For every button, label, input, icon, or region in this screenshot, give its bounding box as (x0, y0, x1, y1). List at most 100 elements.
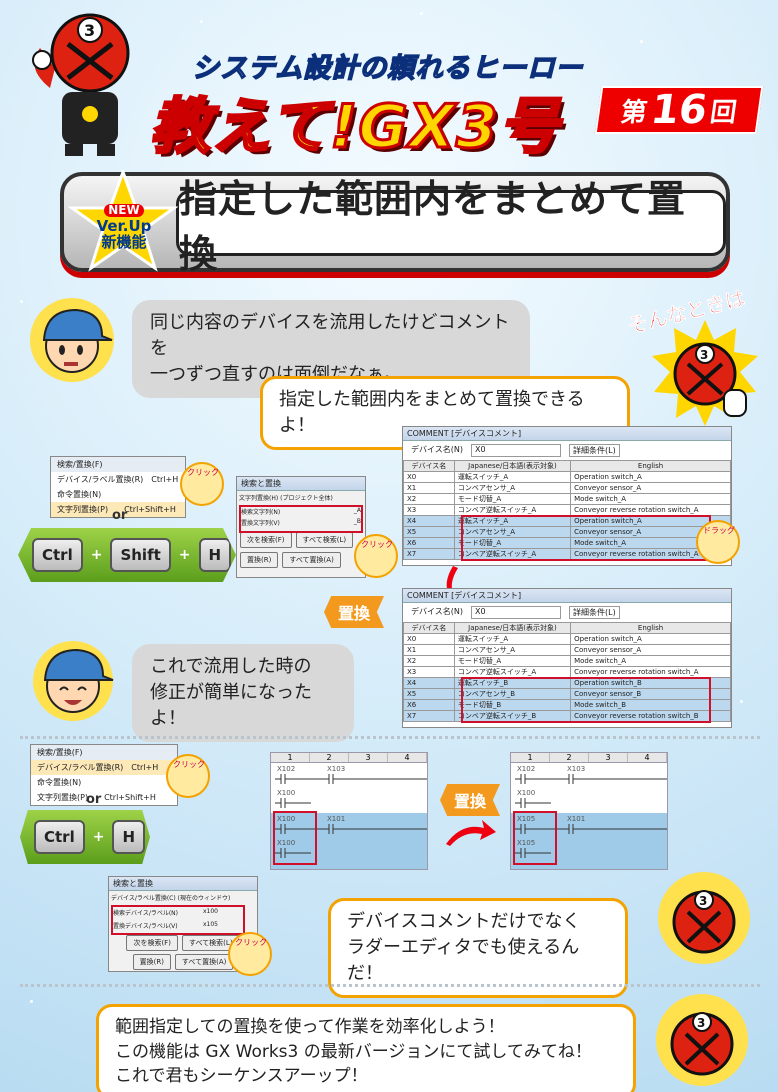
key-h[interactable]: H (198, 538, 232, 572)
table-cell[interactable]: X2 (403, 493, 455, 505)
menu-item-string-replace[interactable]: 文字列置換(P) Ctrl+Shift+H (51, 502, 185, 517)
table-cell[interactable]: Operation switch_A (570, 471, 731, 483)
table-cell[interactable]: モード切替_A (453, 493, 572, 505)
replace-all-button[interactable]: すべて置換(A) (282, 552, 341, 568)
table-cell[interactable]: X5 (403, 526, 455, 538)
user-worried-avatar-icon (30, 298, 114, 382)
mode-select[interactable]: 文字列置換(H) (239, 495, 279, 502)
column-header[interactable]: Japanese/日本語(表示対象) (453, 460, 572, 472)
ladder-col: 4 (388, 753, 427, 762)
table-cell[interactable]: X3 (403, 504, 455, 516)
mode-select[interactable]: デバイス/ラベル置換(C) (111, 895, 176, 902)
device-select[interactable]: X0 (471, 606, 561, 619)
table-cell[interactable]: Conveyor reverse rotation switch_A (570, 666, 731, 678)
contact-label: X105 (517, 815, 536, 823)
robot-speech-bubble-2: デバイスコメントだけでなく ラダーエディタでも使えるんだ！ (328, 898, 628, 999)
device-label: デバイス名(N) (411, 445, 463, 454)
menu-header[interactable]: 検索/置換(F) (31, 745, 177, 760)
table-cell[interactable]: コンベアセンサ_A (453, 482, 572, 494)
table-cell[interactable]: 運転スイッチ_A (453, 471, 572, 483)
table-cell[interactable]: Mode switch_A (570, 655, 731, 667)
replaced-highlight (461, 677, 711, 723)
table-cell[interactable]: X0 (403, 633, 455, 645)
menu-item-instruction-replace[interactable]: 命令置換(N) (57, 490, 102, 499)
table-cell[interactable]: X0 (403, 471, 455, 483)
table-cell[interactable]: Conveyor sensor_A (570, 482, 731, 494)
footer-line: 範囲指定しての置換を使って作業を効率化しよう！ (115, 1017, 505, 1037)
table-cell[interactable]: X1 (403, 644, 455, 656)
column-header[interactable]: デバイス名 (403, 622, 455, 634)
key-ctrl[interactable]: Ctrl (34, 820, 85, 854)
ladder-col: 3 (349, 753, 388, 762)
table-cell[interactable]: モード切替_A (453, 655, 572, 667)
issue-number: 16 (647, 87, 711, 133)
replace-button[interactable]: 置換(R) (240, 552, 279, 568)
table-cell[interactable]: X1 (403, 482, 455, 494)
table-cell[interactable]: Mode switch_A (570, 493, 731, 505)
find-input[interactable]: _A (353, 507, 361, 514)
find-input[interactable]: x100 (203, 908, 219, 915)
menu-item-device-replace[interactable]: デバイス/ラベル置換(R) Ctrl+H (31, 760, 177, 775)
column-header[interactable]: デバイス名 (403, 460, 455, 472)
table-cell[interactable]: X6 (403, 537, 455, 549)
find-all-button[interactable]: すべて検索(L) (295, 532, 354, 548)
table-cell[interactable]: X6 (403, 699, 455, 711)
table-cell[interactable]: X7 (403, 548, 455, 560)
column-header[interactable]: English (570, 622, 731, 634)
replace-button[interactable]: 置換(R) (132, 954, 171, 970)
key-h[interactable]: H (112, 820, 146, 854)
device-select[interactable]: X0 (471, 444, 561, 457)
table-cell[interactable]: 運転スイッチ_A (453, 633, 572, 645)
ladder-col: 2 (550, 753, 589, 762)
ladder-rungs-icon (515, 774, 667, 858)
find-next-button[interactable]: 次を検索(F) (240, 532, 292, 548)
replace-input[interactable]: _B (353, 518, 361, 525)
table-cell[interactable]: X4 (403, 515, 455, 527)
table-cell[interactable]: X4 (403, 677, 455, 689)
scope-select[interactable]: (プロジェクト全体) (280, 495, 333, 502)
key-shift[interactable]: Shift (110, 538, 171, 572)
table-cell[interactable]: Operation switch_A (570, 633, 731, 645)
table-cell[interactable]: Conveyor sensor_A (570, 644, 731, 656)
table-cell[interactable]: X7 (403, 710, 455, 722)
menu-item-device-replace[interactable]: デバイス/ラベル置換(R) Ctrl+H (57, 475, 179, 484)
menu-item-string-replace[interactable]: 文字列置換(P) Ctrl+Shift+H (37, 793, 156, 802)
table-cell[interactable]: Conveyor reverse rotation switch_A (570, 504, 731, 516)
table-cell[interactable]: コンベアセンサ_A (453, 644, 572, 656)
menu-header[interactable]: 検索/置換(F) (51, 457, 185, 472)
column-header[interactable]: Japanese/日本語(表示対象) (453, 622, 572, 634)
section-divider (20, 984, 760, 987)
table-cell[interactable]: コンベア逆転スイッチ_A (453, 504, 572, 516)
table-cell[interactable]: X3 (403, 666, 455, 678)
search-replace-dialog-2: 検索と置換 デバイス/ラベル置換(C) (現在のウィンドウ) 検索デバイス/ラベ… (108, 876, 258, 972)
key-ctrl[interactable]: Ctrl (32, 538, 83, 572)
replace-all-button[interactable]: すべて置換(A) (174, 954, 234, 970)
menu-item-instruction-replace[interactable]: 命令置換(N) (37, 778, 82, 787)
column-header[interactable]: English (570, 460, 731, 472)
table-cell[interactable]: X5 (403, 688, 455, 700)
table-cell[interactable]: X2 (403, 655, 455, 667)
find-next-button[interactable]: 次を検索(F) (126, 935, 178, 951)
detail-conditions-button[interactable]: 詳細条件(L) (569, 444, 620, 457)
scope-select[interactable]: (現在のウィンドウ) (177, 895, 231, 902)
detail-conditions-button[interactable]: 詳細条件(L) (569, 606, 620, 619)
dialog-title: 検索と置換 (109, 877, 257, 891)
replace-input[interactable]: x105 (203, 921, 219, 928)
table-cell[interactable]: コンベア逆転スイッチ_A (453, 666, 572, 678)
